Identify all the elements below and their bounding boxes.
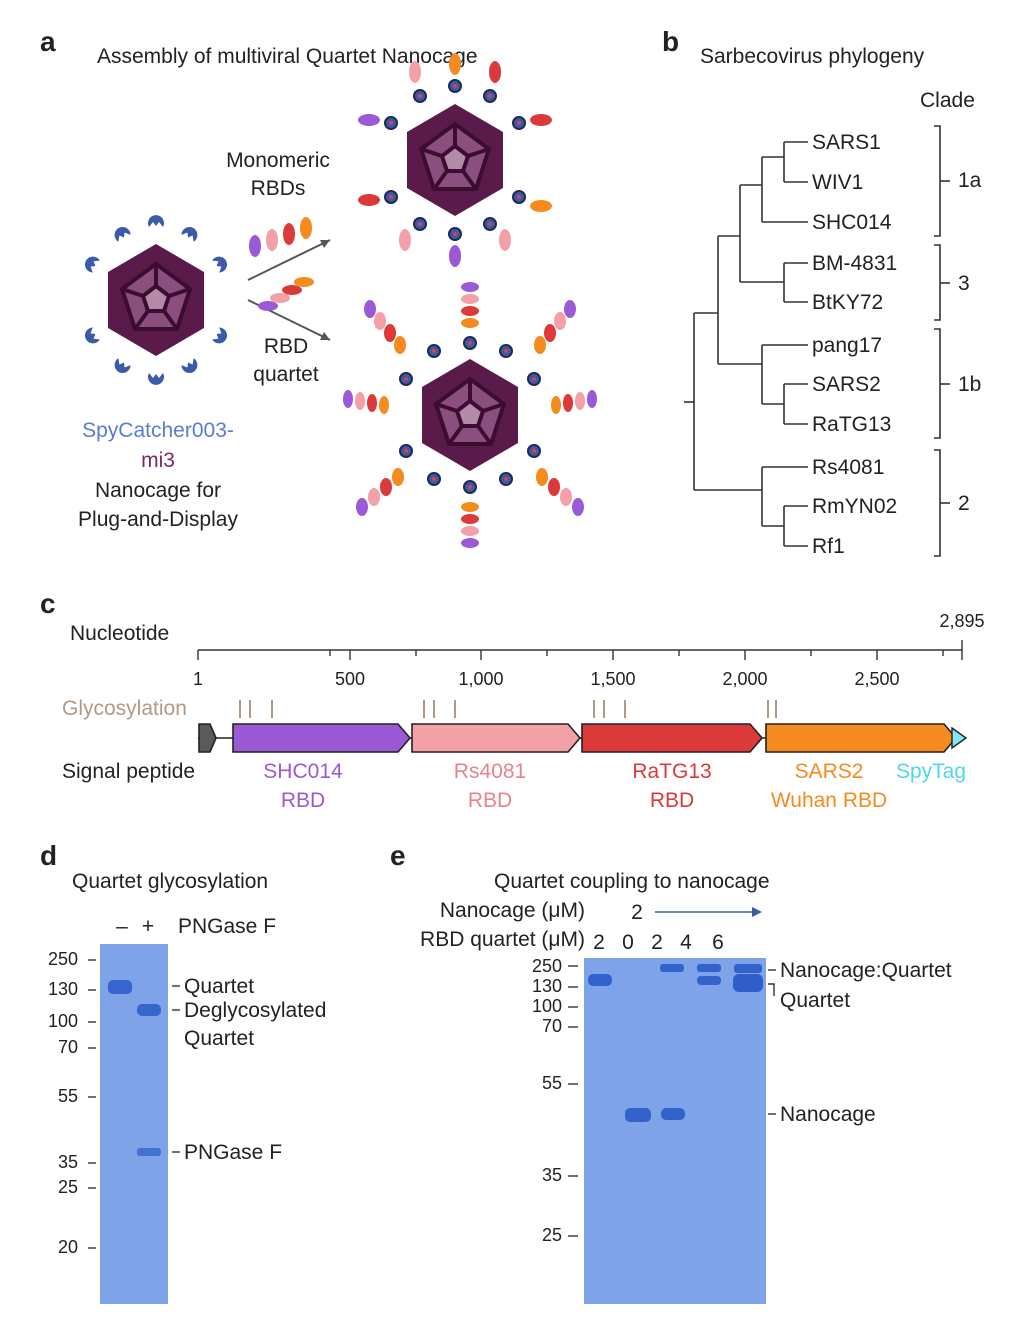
clade-label: 1b [958,373,982,396]
marker-label: 25 [541,1225,562,1245]
signal-peptide-label: Signal peptide [62,760,196,783]
segment-label: RBD [280,789,326,812]
band-label: Quartet [184,975,255,998]
marker-label: 100 [531,996,562,1016]
marker-label: 100 [47,1011,78,1031]
taxon-label: BM-4831 [812,252,898,275]
segment-label: Rs4081 [453,760,527,783]
lane-value: 0 [622,931,634,954]
band-label: Nanocage [780,1103,876,1126]
panel-d-title: Quartet glycosylation [72,870,269,893]
panel-b-title: Sarbecovirus phylogeny [700,45,925,68]
segment-label: SHC014 [263,760,343,783]
lane-value: 4 [680,931,692,954]
tick-label: 1,500 [590,669,636,689]
panel-a-title: Assembly of multiviral Quartet Nanocage [97,45,478,68]
taxon-label: Rs4081 [812,456,885,479]
segment-label: RBD [467,789,513,812]
tick-label: 1,000 [458,669,504,689]
band-label: Quartet [780,989,851,1012]
taxon-label: SARS2 [812,373,881,396]
marker-label: 20 [57,1237,78,1257]
clade-label: 3 [958,272,970,295]
marker-label: 250 [531,956,562,976]
quartet-cage-icon [343,282,597,548]
marker-label: 130 [531,976,562,996]
band-label: PNGase F [184,1141,283,1164]
marker-label: 35 [541,1165,562,1185]
panel-b-letter: b [662,26,680,57]
quartet-label-1: RBD [263,335,309,358]
spytag-label: SpyTag [896,760,967,783]
band-label: Quartet [184,1027,255,1050]
enzyme-label: PNGase F [178,915,277,938]
monomeric-cage-icon [358,53,552,267]
clade-header: Clade [920,89,975,112]
taxon-label: RmYN02 [812,495,898,518]
panel-c-letter: c [40,588,56,619]
axis-max-label: 2,895 [939,611,985,631]
nanocage-label-1: Nanocage for [94,479,222,502]
panel-a-letter: a [40,26,56,57]
nanocage-value: 2 [631,901,643,924]
lane-plus: + [141,915,155,938]
segment-label: RBD [649,789,695,812]
tick-label: 2,500 [854,669,900,689]
tick-label: 500 [334,669,366,689]
lane-minus: – [116,915,128,938]
panel-e-letter: e [390,840,406,871]
rbd-quartet-icon [258,277,314,311]
marker-label: 25 [57,1177,78,1197]
quartet-row-label: RBD quartet (μM) [420,928,585,951]
spycatcher-label: SpyCatcher003- [82,419,234,442]
nanocage-label-2: Plug-and-Display [78,508,238,531]
band-label: Nanocage:Quartet [780,959,952,982]
marker-label: 70 [541,1016,562,1036]
monomeric-label-1: Monomeric [226,149,330,172]
taxon-label: WIV1 [812,171,864,194]
glycosylation-label: Glycosylation [62,697,187,720]
tick-label: 1 [192,669,204,689]
taxon-label: RaTG13 [812,413,892,436]
marker-label: 70 [57,1037,78,1057]
clade-label: 1a [958,169,982,192]
marker-label: 35 [57,1152,78,1172]
taxon-label: SHC014 [812,211,892,234]
taxon-label: Rf1 [812,535,845,558]
lane-value: 2 [651,931,663,954]
lane-value: 6 [712,931,724,954]
nanocage-row-label: Nanocage (μM) [439,899,585,922]
marker-label: 55 [541,1073,562,1093]
band-label: Deglycosylated [184,999,327,1022]
segment-label: Wuhan RBD [770,789,888,812]
marker-label: 55 [57,1086,78,1106]
taxon-label: SARS1 [812,131,881,154]
nucleotide-label: Nucleotide [70,622,170,645]
segment-label: SARS2 [794,760,864,783]
panel-e-title: Quartet coupling to nanocage [494,870,770,893]
tick-label: 2,000 [722,669,768,689]
monomeric-rbds-icon [249,217,312,257]
mi3-label: mi3 [141,449,175,472]
clade-label: 2 [958,492,970,515]
marker-label: 130 [47,979,78,999]
marker-label: 250 [47,949,78,969]
monomeric-label-2: RBDs [250,177,306,200]
panel-d-letter: d [40,840,58,871]
taxon-label: pang17 [812,334,883,357]
taxon-label: BtKY72 [812,291,884,314]
lane-value: 2 [593,931,605,954]
segment-label: RaTG13 [632,760,712,783]
quartet-label-2: quartet [253,363,319,386]
